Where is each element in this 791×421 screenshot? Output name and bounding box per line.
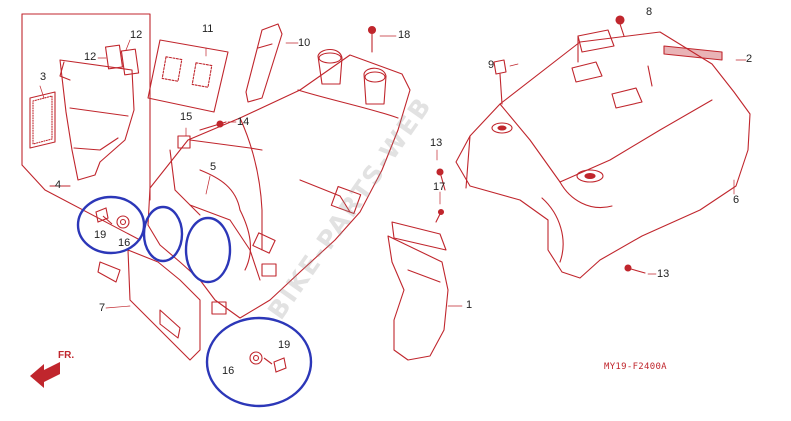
callout-6: 6 [733, 194, 740, 206]
rear-pad-part [663, 45, 723, 61]
pad-parts [104, 44, 140, 76]
callout-19b: 19 [278, 339, 291, 351]
lower-flap-part [97, 249, 201, 361]
callout-4: 4 [55, 179, 62, 191]
mudguard-part [387, 221, 449, 361]
center-bolts [435, 168, 446, 223]
rear-fender-part [455, 29, 751, 279]
highlight-annotations [76, 195, 313, 408]
callout-10: 10 [298, 37, 311, 49]
top-bolts [493, 15, 625, 105]
reflector-part [29, 91, 56, 149]
callout-9: 9 [488, 59, 495, 71]
bracket-group-outline [21, 13, 151, 241]
callout-1: 1 [466, 299, 473, 311]
label-plate-part [147, 39, 229, 113]
highlighted-hardware [95, 207, 287, 373]
callout-11: 11 [202, 23, 214, 35]
bolt-13-right [624, 264, 646, 274]
highlight-circle-inner-left [142, 205, 184, 263]
bolt-18 [367, 25, 377, 53]
callout-5: 5 [210, 161, 217, 173]
callout-12b: 12 [130, 29, 143, 41]
small-brackets [177, 135, 277, 315]
part-code: MY19-F2400A [604, 362, 667, 372]
callout-16b: 16 [222, 365, 235, 377]
callout-13b: 13 [657, 268, 670, 280]
highlight-circle-bottom [205, 316, 313, 408]
callout-12a: 12 [84, 51, 97, 63]
highlight-circle-inner-right [184, 216, 232, 284]
callout-14: 14 [237, 116, 250, 128]
callout-19a: 19 [94, 229, 107, 241]
callout-18: 18 [398, 29, 411, 41]
callout-8: 8 [646, 6, 653, 18]
license-bracket-part [59, 59, 135, 181]
callout-16a: 16 [118, 237, 131, 249]
leader-lines [39, 35, 747, 309]
callout-3: 3 [40, 71, 47, 83]
front-arrow-icon [30, 362, 60, 388]
callout-2: 2 [746, 53, 753, 65]
bolt-14 [199, 120, 227, 131]
front-label: FR. [58, 350, 75, 361]
strap-part [245, 23, 283, 103]
callout-17: 17 [433, 181, 446, 193]
inner-fender-part [147, 48, 411, 319]
callout-15: 15 [180, 111, 193, 123]
callout-7: 7 [99, 302, 106, 314]
callout-13a: 13 [430, 137, 443, 149]
